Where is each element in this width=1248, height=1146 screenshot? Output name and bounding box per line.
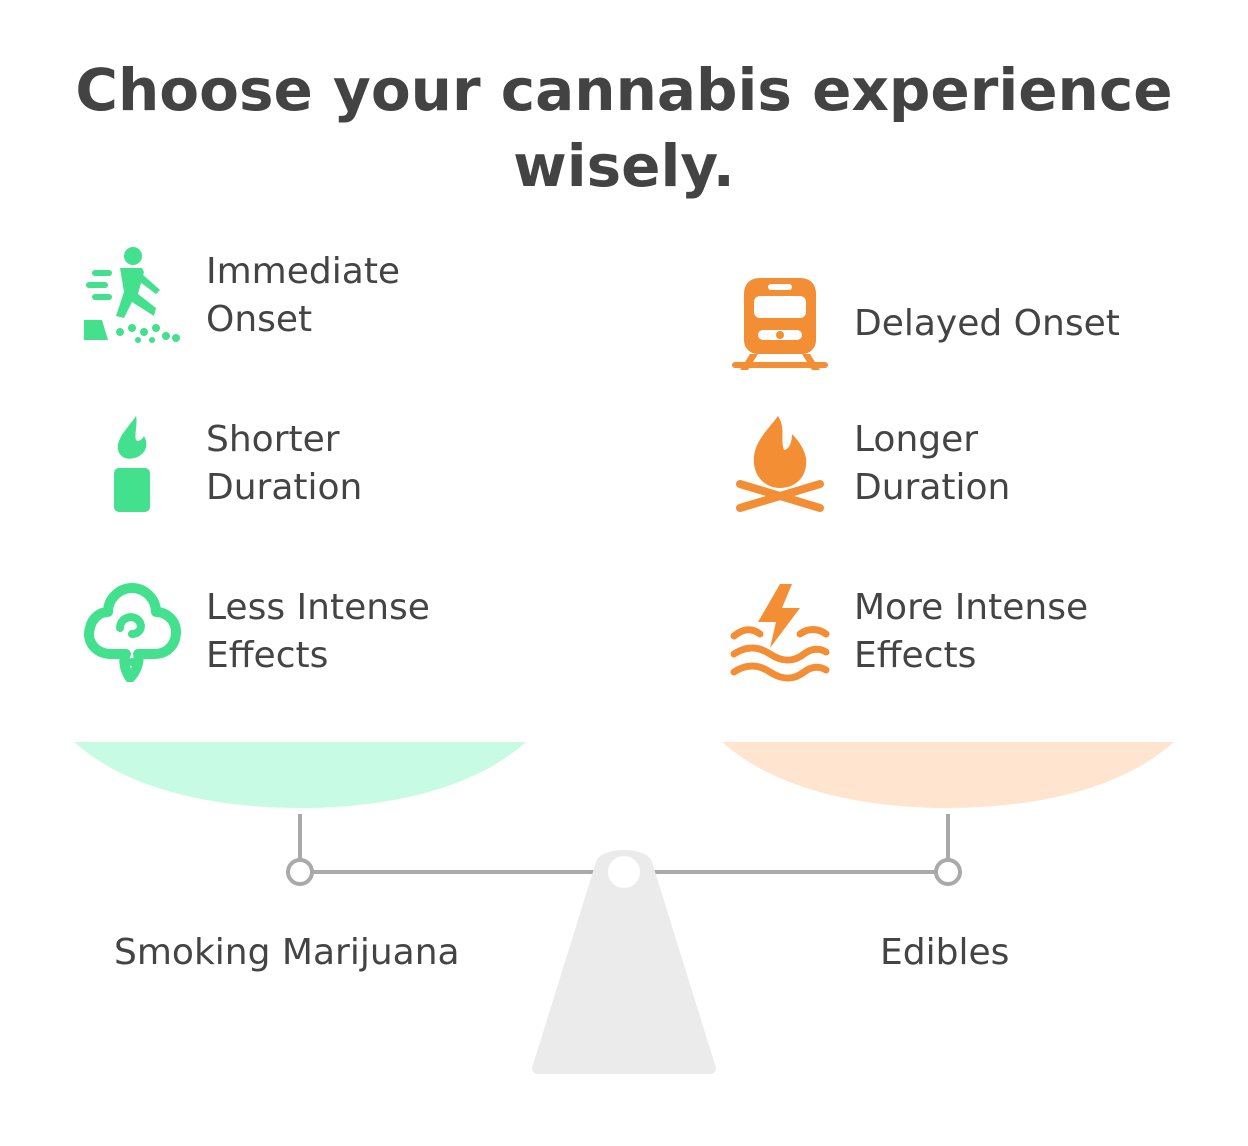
left-item-onset-label: Immediate Onset bbox=[206, 251, 401, 340]
left-item-duration-label: Shorter Duration bbox=[206, 419, 363, 508]
left-pivot bbox=[286, 858, 314, 886]
right-item-effects-label: More Intense Effects bbox=[854, 587, 1089, 676]
title-line-2: wisely. bbox=[513, 132, 735, 200]
lightning-waves-icon bbox=[730, 582, 830, 682]
base-pivot bbox=[608, 856, 640, 888]
right-pivot bbox=[934, 858, 962, 886]
gentle-cloud-icon bbox=[82, 582, 182, 682]
candle-icon bbox=[82, 414, 182, 514]
right-item-onset-label: Delayed Onset bbox=[854, 303, 1120, 344]
left-item-onset: Immediate Onset bbox=[82, 246, 400, 346]
right-pan bbox=[722, 742, 1174, 808]
title-line-1: Choose your cannabis experience bbox=[75, 56, 1173, 124]
right-item-duration: Longer Duration bbox=[730, 414, 1010, 514]
left-item-duration: Shorter Duration bbox=[82, 414, 362, 514]
page-title: Choose your cannabis experience wisely. bbox=[0, 52, 1248, 204]
campfire-icon bbox=[730, 414, 830, 514]
running-person-icon bbox=[82, 246, 182, 346]
scale-base bbox=[532, 850, 716, 1074]
left-item-effects: Less Intense Effects bbox=[82, 582, 430, 682]
left-side-label: Smoking Marijuana bbox=[114, 932, 460, 973]
right-side-label: Edibles bbox=[880, 932, 1010, 973]
right-item-onset: Delayed Onset bbox=[730, 274, 1120, 374]
left-item-effects-label: Less Intense Effects bbox=[206, 587, 430, 676]
train-icon bbox=[730, 274, 830, 374]
right-item-effects: More Intense Effects bbox=[730, 582, 1088, 682]
left-pan bbox=[74, 742, 526, 808]
right-item-duration-label: Longer Duration bbox=[854, 419, 1011, 508]
